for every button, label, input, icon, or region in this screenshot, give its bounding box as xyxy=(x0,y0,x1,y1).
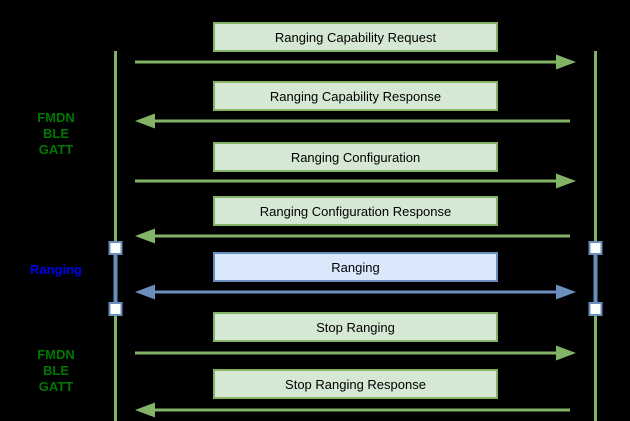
section-label-fmdn-ble-gatt-top: FMDN BLE GATT xyxy=(37,110,75,157)
activation-marker-left-bottom xyxy=(108,302,123,316)
message-box-ranging-capability-request: Ranging Capability Request xyxy=(213,22,498,52)
message-box-stop-ranging-response: Stop Ranging Response xyxy=(213,369,498,399)
section-label-ranging: Ranging xyxy=(30,262,82,277)
arrow-ranging-capability-response xyxy=(135,113,570,129)
message-box-ranging-configuration: Ranging Configuration xyxy=(213,142,498,172)
arrow-stop-ranging-response xyxy=(135,402,570,418)
message-box-ranging: Ranging xyxy=(213,252,498,282)
message-box-stop-ranging: Stop Ranging xyxy=(213,312,498,342)
message-box-ranging-configuration-response: Ranging Configuration Response xyxy=(213,196,498,226)
arrow-ranging-configuration-response xyxy=(135,228,570,244)
arrow-ranging-capability-request xyxy=(135,54,576,70)
arrow-stop-ranging xyxy=(135,345,576,361)
arrow-ranging-configuration xyxy=(135,173,576,189)
activation-marker-right-bottom xyxy=(588,302,603,316)
arrow-ranging-bidirectional xyxy=(135,284,576,300)
activation-marker-right-top xyxy=(588,241,603,255)
message-box-ranging-capability-response: Ranging Capability Response xyxy=(213,81,498,111)
activation-marker-left-top xyxy=(108,241,123,255)
section-label-fmdn-ble-gatt-bottom: FMDN BLE GATT xyxy=(37,347,75,394)
